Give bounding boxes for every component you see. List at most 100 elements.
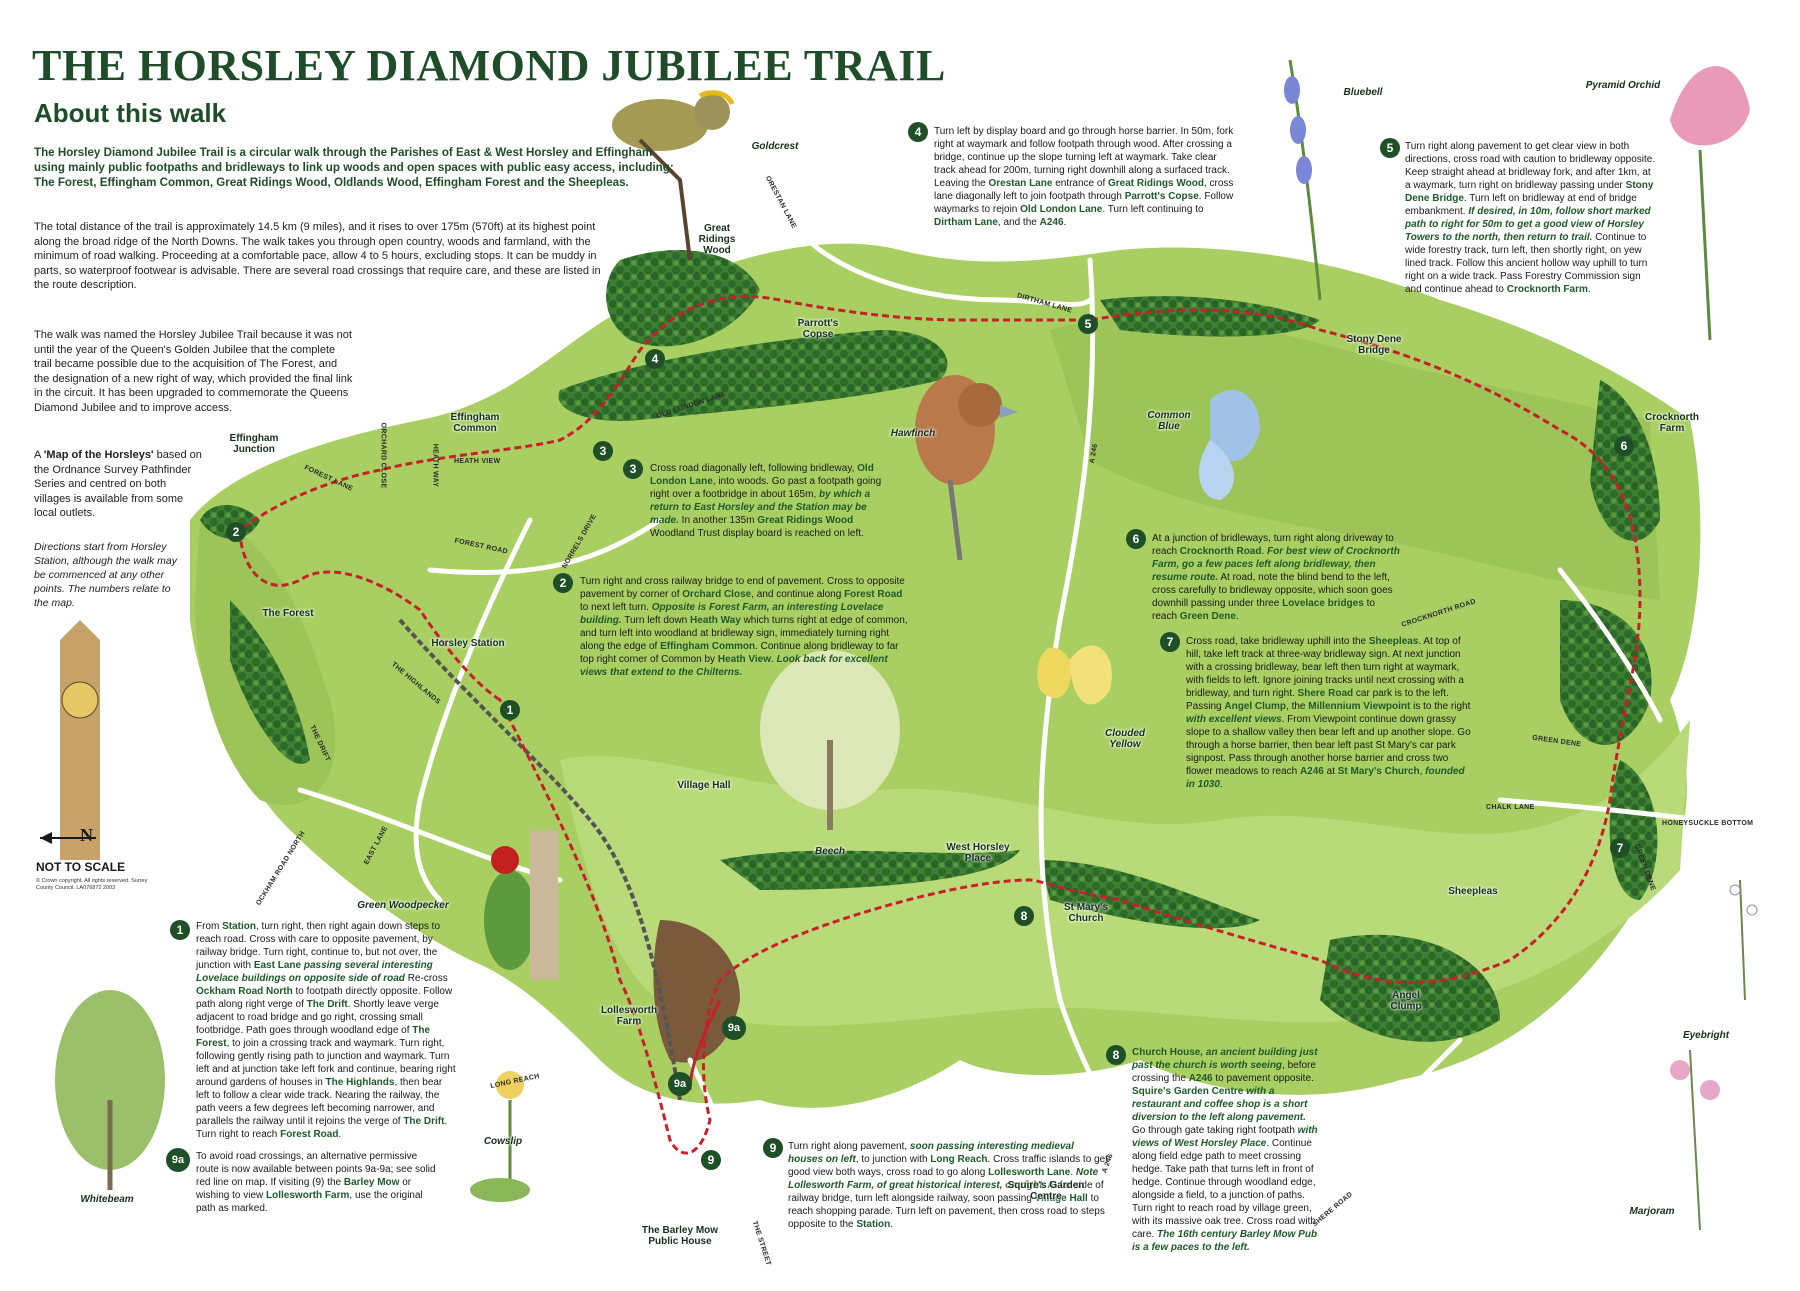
step-text-run: Turn left down (621, 615, 691, 626)
step-text-run: East Lane (253, 960, 302, 971)
step-9-badge: 9 (763, 1138, 783, 1158)
step-text-run: . Turn right to reach (196, 1116, 448, 1140)
step-text-run: The Highlands (325, 1077, 395, 1088)
not-to-scale: NOT TO SCALE (36, 860, 126, 874)
step-text-run: soon passing interesting medieval houses… (788, 1141, 1074, 1165)
marjoram-illustration (1670, 1049, 1720, 1231)
step-8-text: Church House, an ancient building just p… (1132, 1046, 1322, 1254)
step-7-text: Cross road, take bridleway uphill into t… (1186, 635, 1476, 791)
step-text-run: , (1419, 766, 1426, 777)
step-text-run: Turn right along pavement, (788, 1141, 910, 1152)
intro-map-note: A 'Map of the Horsleys' based on the Ord… (34, 449, 202, 519)
step-5-badge: 5 (1380, 138, 1400, 158)
label-sheepleas: Sheepleas (1448, 886, 1498, 897)
label-horsley-station: Horsley Station (431, 638, 505, 649)
step-text-run: Forest Road (280, 1129, 339, 1140)
step-text-run: , to junction with (855, 1154, 931, 1165)
step-text-run: , and continue along (751, 589, 845, 600)
road-heath-way: HEATH WAY (431, 443, 439, 488)
step-1-badge: 1 (170, 920, 190, 940)
waypoint-7: 7 (1610, 838, 1630, 858)
step-text-run: , before crossing the (1132, 1060, 1316, 1084)
step-text-run: At a junction of bridleways, turn right … (1152, 533, 1394, 557)
waypoint-1: 1 (500, 700, 520, 720)
step-text-run: The Drift (403, 1116, 445, 1127)
step-text-run: . (1070, 1167, 1076, 1178)
step-text-run: Cross road diagonally left, following br… (650, 463, 858, 474)
step-text-run: Crocknorth Farm (1506, 284, 1588, 295)
step-text-run: Great Ridings Wood (1108, 178, 1204, 189)
step-text-run: at (1323, 766, 1338, 777)
step-text-run: . (1587, 284, 1591, 295)
step-text-run: car park is to the left. Passing (1186, 688, 1449, 712)
label-beech: Beech (814, 846, 845, 857)
step-text-run: . At top of hill, take left track at thr… (1186, 636, 1464, 699)
step-text-run: Old London Lane (650, 463, 874, 487)
waypoint-2: 2 (226, 522, 246, 542)
step-text-run: . Turn left on bridleway at end of bridg… (1405, 193, 1637, 217)
label-hawfinch: Hawfinch (890, 428, 936, 439)
step-text-run: Forest Road (844, 589, 903, 600)
step-text-run: Village Hall (1034, 1193, 1088, 1204)
step-text-run: Barley Mow (343, 1177, 400, 1188)
label-pyramid-orchid: Pyramid Orchid (1585, 80, 1661, 91)
step-text-run: with excellent views (1186, 714, 1282, 725)
copyright: © Crown copyright. All rights reserved. … (36, 878, 148, 891)
step-text-run: To avoid road crossings, an alternative … (196, 1151, 436, 1188)
step-text-run: For best view of Crocknorth Farm, go a f… (1152, 546, 1400, 583)
step-text-run: Ockham Road North (196, 986, 293, 997)
bluebell-illustration (1284, 59, 1322, 301)
eyebright-illustration (1729, 879, 1758, 1001)
step-text-run: Lollesworth Farm (266, 1190, 350, 1201)
north-arrow (40, 832, 96, 844)
step-text-run: . Shortly leave verge adjacent to road b… (196, 999, 439, 1036)
step-text-run: . Cross traffic islands to get good view… (788, 1154, 1108, 1178)
waypoint-9a-north: 9a (722, 1016, 746, 1040)
waypoint-4: 4 (645, 349, 665, 369)
step-text-run: or wishing to view (196, 1177, 412, 1201)
label-goldcrest: Goldcrest (751, 141, 799, 152)
step-text-run: Millennium Viewpoint (1308, 701, 1411, 712)
label-squires-garden-centre: Squire's Garden Centre (1007, 1180, 1085, 1202)
step-text-run: . Turn left continuing to (1102, 204, 1204, 215)
step-text-run: The Drift (306, 999, 348, 1010)
step-text-run: Lollesworth Lane (988, 1167, 1071, 1178)
step-text-run: Turn right and cross railway bridge to e… (580, 576, 905, 600)
step-text-run: Parrott's Copse (1124, 191, 1199, 202)
step-4-badge: 4 (908, 122, 928, 142)
step-text-run: with views of West Horsley Place (1132, 1125, 1318, 1149)
label-common-blue: Common Blue (1147, 410, 1191, 432)
intro-directions: Directions start from Horsley Station, a… (34, 541, 178, 609)
label-parrotts-copse: Parrott's Copse (797, 318, 839, 340)
step-text-run: Heath View (717, 654, 772, 665)
hawfinch-illustration (915, 375, 1018, 561)
step-text-run: Continue to wide forestry track, turn le… (1405, 232, 1648, 295)
step-text-run: is to the right (1410, 701, 1471, 712)
step-text-run: , and the (997, 217, 1040, 228)
waypoint-9: 9 (701, 1150, 721, 1170)
step-text-run: The Forest (196, 1025, 431, 1049)
waymark-post-illustration (60, 620, 100, 860)
step-text-run: Shere Road (1297, 688, 1354, 699)
label-whitebeam: Whitebeam (80, 1194, 134, 1205)
label-barley-mow: The Barley Mow Public House (641, 1225, 719, 1247)
label-st-marys-church: St Mary's Church (1063, 902, 1109, 924)
step-text-run: to footpath directly opposite. Follow pa… (196, 986, 453, 1010)
step-3-badge: 3 (623, 459, 643, 479)
step-1-text: From Station, turn right, then right aga… (196, 920, 458, 1141)
step-text-run: Stony Dene Bridge (1405, 180, 1654, 204)
step-text-run: . Continue along field edge path to meet… (1132, 1138, 1316, 1240)
label-marjoram: Marjoram (1629, 1206, 1675, 1217)
step-text-run: . Continue along bridleway to far top ri… (580, 641, 899, 665)
label-stony-dene-bridge: Stony Dene Bridge (1346, 334, 1402, 356)
step-text-run: Squire's Garden Centre (1132, 1086, 1244, 1097)
step-8-badge: 8 (1106, 1045, 1126, 1065)
step-text-run: . (1063, 217, 1067, 228)
step-4-text: Turn left by display board and go throug… (934, 125, 1239, 229)
step-text-run: Heath Way (690, 615, 741, 626)
north-label: N (80, 825, 93, 845)
goldcrest-illustration (612, 90, 735, 261)
step-text-run: Effingham Common (660, 641, 756, 652)
waypoint-9a-south: 9a (668, 1072, 692, 1096)
